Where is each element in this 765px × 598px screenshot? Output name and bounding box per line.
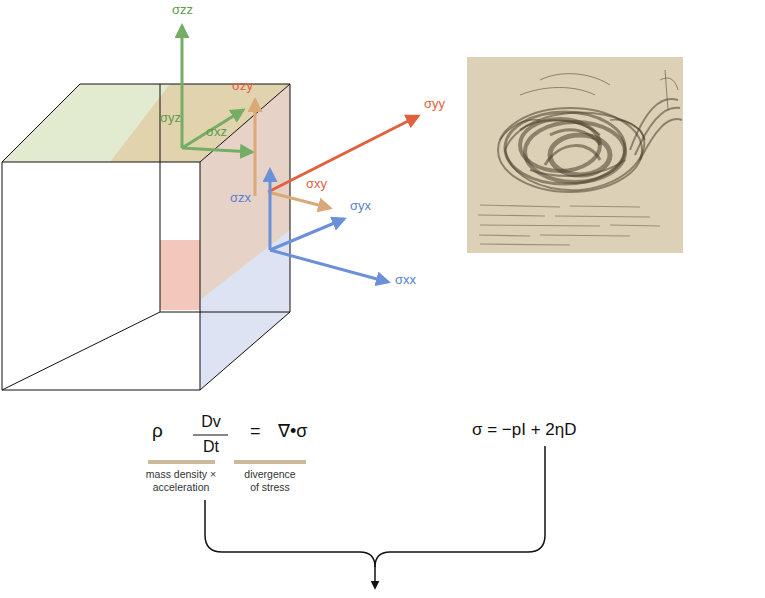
constitutive-equation: σ = −pI + 2ηD: [472, 420, 577, 440]
stress-label: σyx: [350, 198, 371, 214]
stress-label: σxx: [395, 272, 416, 288]
stress-label: σzx: [230, 190, 251, 206]
equation-symbol: ρ: [152, 420, 163, 443]
equation-symbol: Dv: [201, 412, 221, 431]
stress-label: σxy: [306, 176, 327, 192]
equation-symbol: Dt: [203, 437, 219, 456]
stress-label: σyy: [424, 96, 445, 112]
stress-label: σzz: [172, 2, 193, 18]
stress-label: σyz: [160, 110, 181, 126]
equation-symbol: =: [250, 421, 261, 443]
equation-symbol: ∇•σ: [278, 421, 307, 443]
term-caption: mass density × acceleration: [140, 468, 222, 493]
stress-label: σzy: [232, 78, 253, 94]
term-caption: divergence of stress: [239, 468, 301, 493]
sketch-image: [467, 57, 683, 253]
stress-label: σxz: [206, 124, 227, 140]
